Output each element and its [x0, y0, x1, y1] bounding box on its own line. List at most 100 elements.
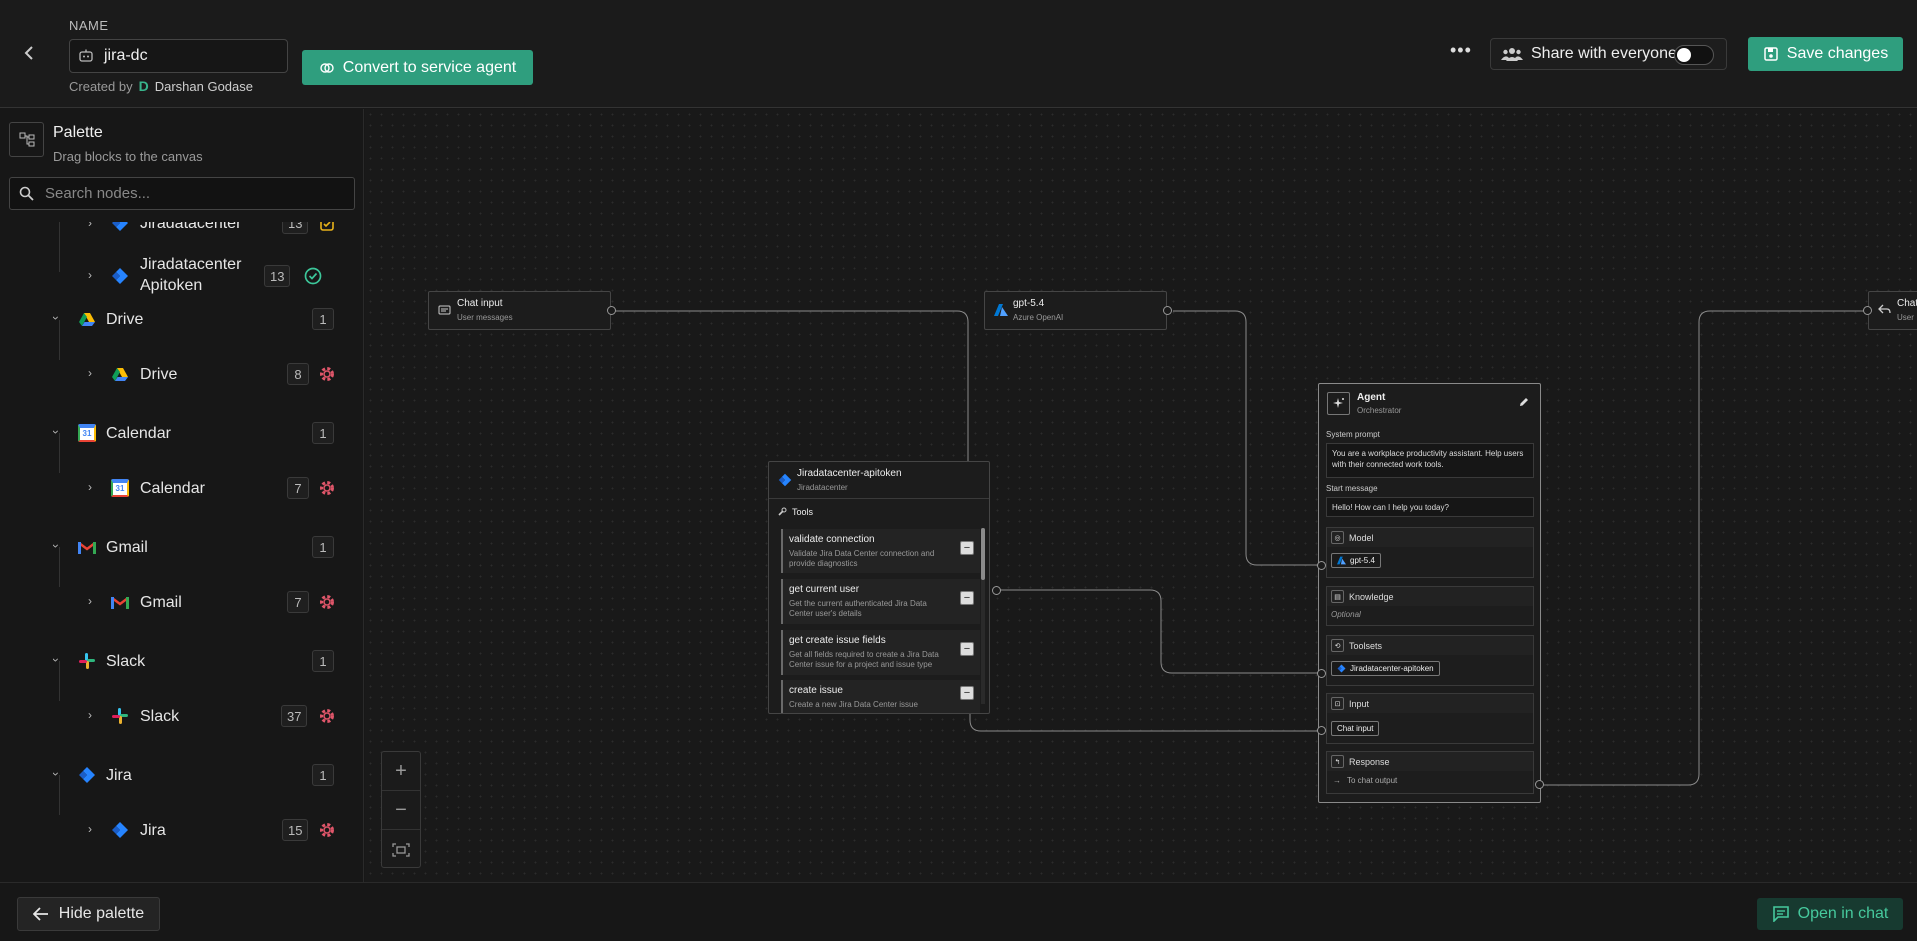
open-in-chat-button[interactable]: Open in chat	[1757, 898, 1903, 930]
arrow-left-icon	[32, 907, 48, 921]
chat-input-node[interactable]: Chat input User messages	[428, 291, 616, 330]
reply-icon: ↰	[1331, 755, 1344, 768]
palette-group-gmail[interactable]: › Gmail 1	[0, 532, 363, 562]
palette-icon	[9, 122, 44, 157]
more-options-button[interactable]: •••	[1450, 40, 1471, 64]
tool-item[interactable]: create issue Create a new Jira Data Cent…	[781, 680, 980, 713]
tools-label: Tools	[792, 507, 814, 517]
tool-item[interactable]: get current user Get the current authent…	[781, 579, 980, 624]
chat-output-node[interactable]: Chat User	[1863, 291, 1917, 330]
tools-list: validate connection Validate Jira Data C…	[769, 520, 989, 713]
back-button[interactable]	[18, 42, 40, 64]
chevron-right-icon: ›	[88, 222, 92, 230]
output-port[interactable]	[1163, 306, 1172, 315]
output-port[interactable]	[607, 306, 616, 315]
convert-to-service-agent-button[interactable]: Convert to service agent	[302, 50, 533, 85]
start-message-field[interactable]: Hello! How can I help you today?	[1326, 497, 1534, 517]
node-subtitle: User	[1897, 313, 1914, 322]
share-with-everyone[interactable]: Share with everyone	[1490, 38, 1727, 70]
created-by: Created by D Darshan Godase	[69, 78, 253, 94]
gear-icon[interactable]	[317, 592, 337, 612]
knowledge-value[interactable]: Optional	[1331, 610, 1361, 619]
remove-tool-button[interactable]: −	[960, 591, 974, 605]
remove-tool-button[interactable]: −	[960, 541, 974, 555]
node-title: Agent	[1357, 392, 1386, 403]
input-port[interactable]	[1863, 306, 1872, 315]
save-changes-button[interactable]: Save changes	[1748, 37, 1903, 71]
hide-palette-button[interactable]: Hide palette	[17, 897, 160, 931]
agent-response-port[interactable]	[1535, 780, 1544, 789]
palette-item-label: Slack	[106, 653, 146, 670]
toolset-chip[interactable]: Jiradatacenter-apitoken	[1331, 661, 1440, 676]
fit-view-button[interactable]	[382, 830, 420, 869]
floppy-disk-icon	[1764, 47, 1778, 61]
palette-group-drive[interactable]: › Drive 1	[0, 304, 363, 334]
palette-item-label: Slack	[140, 708, 180, 725]
gear-icon[interactable]	[317, 478, 337, 498]
save-button-label: Save changes	[1786, 45, 1889, 62]
tool-name: get create issue fields	[789, 635, 886, 646]
section-label: Knowledge	[1349, 591, 1394, 602]
palette-group-jira[interactable]: › Jira 1	[0, 760, 363, 790]
gear-icon[interactable]	[317, 706, 337, 726]
palette-item-slack[interactable]: › Slack 37	[0, 701, 363, 731]
tree-guide	[59, 661, 60, 701]
chevron-down-icon: ›	[49, 430, 63, 434]
remove-tool-button[interactable]: −	[960, 642, 974, 656]
scrollbar-track[interactable]	[981, 528, 985, 704]
response-section: ↰Response →To chat output	[1326, 751, 1534, 794]
search-input[interactable]: Search nodes...	[9, 177, 355, 210]
top-header: NAME jira-dc Created by D Darshan Godase…	[0, 0, 1917, 108]
share-toggle[interactable]	[1674, 45, 1714, 65]
flow-canvas[interactable]: Chat input User messages gpt-5.4 Azure O…	[365, 109, 1917, 882]
tree-guide	[59, 547, 60, 587]
section-label: Model	[1349, 532, 1374, 543]
node-subtitle: Azure OpenAI	[1013, 313, 1064, 322]
jira-icon	[1337, 664, 1346, 673]
agent-name-field[interactable]: jira-dc	[69, 39, 288, 73]
pencil-icon[interactable]	[1518, 396, 1530, 408]
section-header: ◎Model	[1327, 528, 1533, 547]
agent-node[interactable]: Agent Orchestrator System prompt You are…	[1318, 383, 1541, 803]
hide-palette-label: Hide palette	[58, 905, 145, 922]
remove-tool-button[interactable]: −	[960, 686, 974, 700]
palette-item-gmail[interactable]: › Gmail 7	[0, 587, 363, 617]
zoom-controls: + −	[381, 751, 421, 868]
chevron-down-icon: ›	[49, 544, 63, 548]
agent-toolsets-port[interactable]	[1317, 669, 1326, 678]
plus-icon: +	[395, 759, 407, 782]
palette-item-label: Jira	[140, 822, 166, 839]
toolset-node[interactable]: Jiradatacenter-apitoken Jiradatacenter T…	[768, 461, 990, 714]
zoom-out-button[interactable]: −	[382, 791, 420, 830]
agent-model-port[interactable]	[1317, 561, 1326, 570]
tool-item[interactable]: get create issue fields Get all fields r…	[781, 630, 980, 675]
toolset-output-port[interactable]	[992, 586, 1001, 595]
gear-icon[interactable]	[317, 364, 337, 384]
scrollbar-thumb[interactable]	[981, 528, 985, 580]
tree-guide	[59, 320, 60, 360]
system-prompt-field[interactable]: You are a workplace productivity assista…	[1326, 443, 1534, 478]
palette-item-jiradatacenter[interactable]: › Jiradatacenter 13	[0, 222, 363, 238]
tool-count-badge: 8	[287, 363, 309, 385]
google-drive-icon	[77, 309, 97, 329]
tool-item[interactable]: validate connection Validate Jira Data C…	[781, 529, 980, 573]
zoom-in-button[interactable]: +	[382, 752, 420, 791]
agent-input-port[interactable]	[1317, 726, 1326, 735]
section-header: ↰Response	[1327, 752, 1533, 771]
model-chip[interactable]: gpt-5.4	[1331, 553, 1381, 568]
palette-item-calendar[interactable]: › 31 Calendar 7	[0, 473, 363, 503]
jira-icon	[110, 222, 130, 233]
palette-item-jira[interactable]: › Jira 15	[0, 815, 363, 845]
palette-item-drive[interactable]: › Drive 8	[0, 359, 363, 389]
arrow-right-icon: →	[1333, 776, 1341, 785]
section-header: ▤Knowledge	[1327, 587, 1533, 606]
palette-item-jiradatacenter-apitoken[interactable]: › Jiradatacenter Apitoken 13	[0, 252, 363, 298]
model-node[interactable]: gpt-5.4 Azure OpenAI	[984, 291, 1172, 330]
edge-model-to-agent	[1173, 310, 1322, 566]
palette-group-calendar[interactable]: › 31 Calendar 1	[0, 418, 363, 448]
node-title: gpt-5.4	[1013, 298, 1045, 309]
input-chip[interactable]: Chat input	[1331, 721, 1380, 736]
palette-group-slack[interactable]: › Slack 1	[0, 646, 363, 676]
toolsets-section: ⟲Toolsets Jiradatacenter-apitoken	[1326, 635, 1534, 686]
gear-icon[interactable]	[317, 820, 337, 840]
